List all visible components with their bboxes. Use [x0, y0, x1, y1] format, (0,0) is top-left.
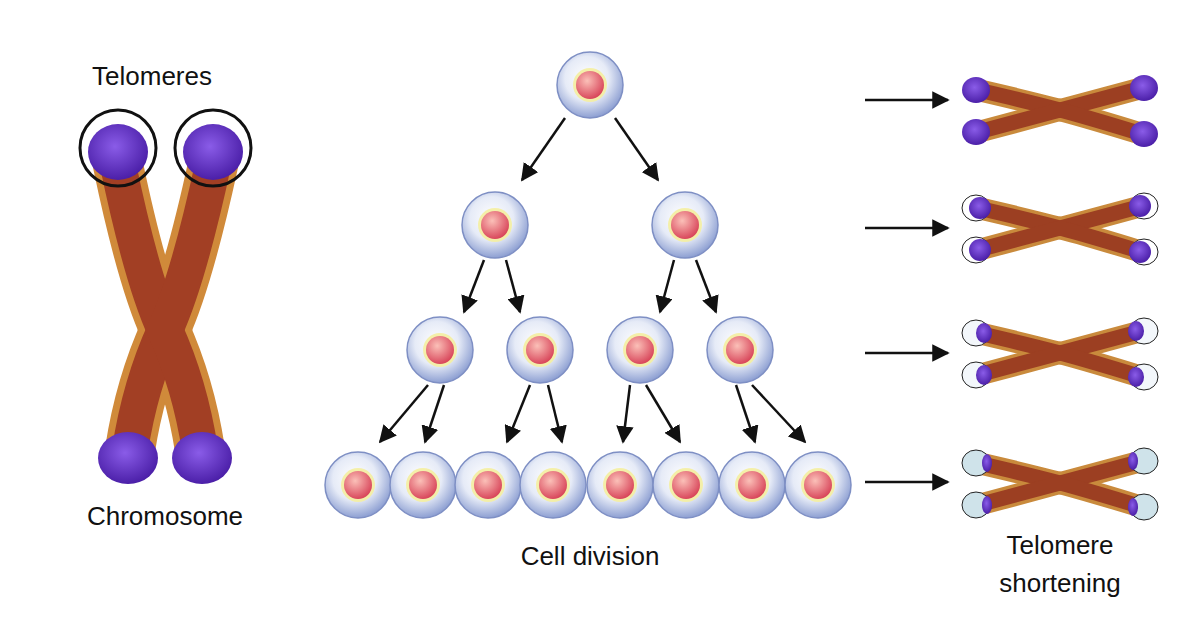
chromosome-label: Chromosome — [35, 497, 295, 535]
cell-division-label: Cell division — [440, 537, 740, 575]
division-arrows — [380, 100, 948, 482]
small-chromosomes — [962, 75, 1158, 520]
shortening-label: Telomere shortening — [960, 526, 1160, 602]
chromosome-figure — [80, 110, 251, 484]
cells — [325, 52, 851, 518]
telomeres-label: Telomeres — [22, 57, 282, 95]
